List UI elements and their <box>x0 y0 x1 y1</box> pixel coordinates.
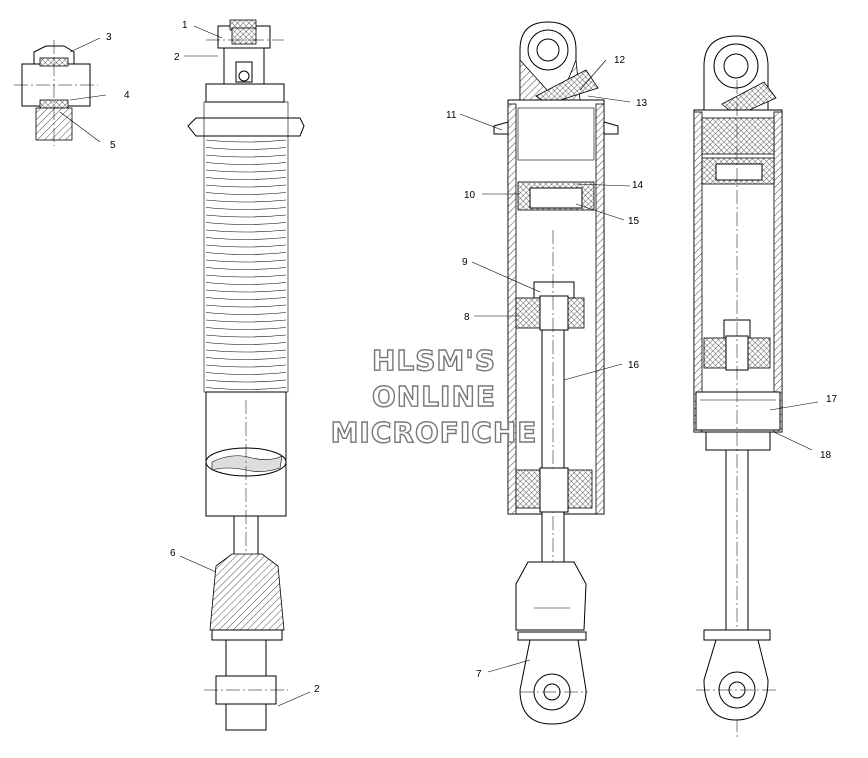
callout-7: 7 <box>476 669 482 680</box>
spring-coil <box>205 237 287 240</box>
spring-coil <box>205 229 287 233</box>
spring-coil <box>205 297 287 300</box>
spring-coil <box>205 147 287 150</box>
spring-coil <box>205 169 287 173</box>
spring-coil <box>205 154 287 158</box>
spring-coil <box>205 387 287 390</box>
spring-coil <box>205 214 287 218</box>
spring-coil <box>205 372 287 375</box>
bushing-detail-view <box>14 37 107 146</box>
cutaway-shock-view <box>459 21 631 725</box>
spring-coils <box>205 139 287 390</box>
spring-coil <box>205 199 287 203</box>
spring-coil <box>205 267 287 270</box>
spring-coil <box>205 274 287 278</box>
spring-coil <box>205 282 287 285</box>
spring-coil <box>205 139 287 143</box>
spring-coil <box>205 319 287 323</box>
spring-coil <box>205 259 287 263</box>
spring-coil <box>205 327 287 330</box>
callout-9: 9 <box>462 257 468 268</box>
callout-16: 16 <box>628 360 640 371</box>
spring-coil <box>205 162 287 165</box>
spring-coil <box>205 177 287 180</box>
callout-1: 1 <box>182 20 188 31</box>
watermark-line-1: HLSM'S <box>372 344 496 377</box>
cutaway-shock-alt-view <box>693 35 819 740</box>
callout-14: 14 <box>632 180 644 191</box>
spring-coil <box>205 364 287 368</box>
spring-coil <box>205 289 287 293</box>
watermark-line-3: MICROFICHE <box>331 416 538 449</box>
watermark-line-2: ONLINE <box>372 380 496 413</box>
callout-8: 8 <box>464 312 470 323</box>
callout-17: 17 <box>826 394 838 405</box>
callout-4: 4 <box>124 90 130 101</box>
spring-coil <box>205 222 287 225</box>
spring-coil <box>205 192 287 195</box>
callout-13: 13 <box>636 98 648 109</box>
spring-coil <box>205 379 287 383</box>
callout-5: 5 <box>110 140 116 151</box>
callout-3: 3 <box>106 32 112 43</box>
spring-coil <box>205 334 287 338</box>
callout-6: 6 <box>170 548 176 559</box>
spring-coil <box>205 252 287 255</box>
callout-2-bottom: 2 <box>314 684 320 695</box>
spring-coil <box>205 342 287 345</box>
spring-coil <box>205 349 287 353</box>
spring-coil <box>205 357 287 360</box>
spring-coil <box>205 207 287 210</box>
callout-15: 15 <box>628 216 640 227</box>
spring-coil <box>205 244 287 248</box>
spring-coil <box>205 304 287 308</box>
spring-coil <box>205 312 287 315</box>
callout-12: 12 <box>614 55 626 66</box>
callout-10: 10 <box>464 190 476 201</box>
spring-coil <box>205 184 287 188</box>
callout-2-top: 2 <box>174 52 180 63</box>
assembled-shock-view <box>179 19 311 731</box>
callout-11: 11 <box>446 110 457 121</box>
callout-18: 18 <box>820 450 832 461</box>
